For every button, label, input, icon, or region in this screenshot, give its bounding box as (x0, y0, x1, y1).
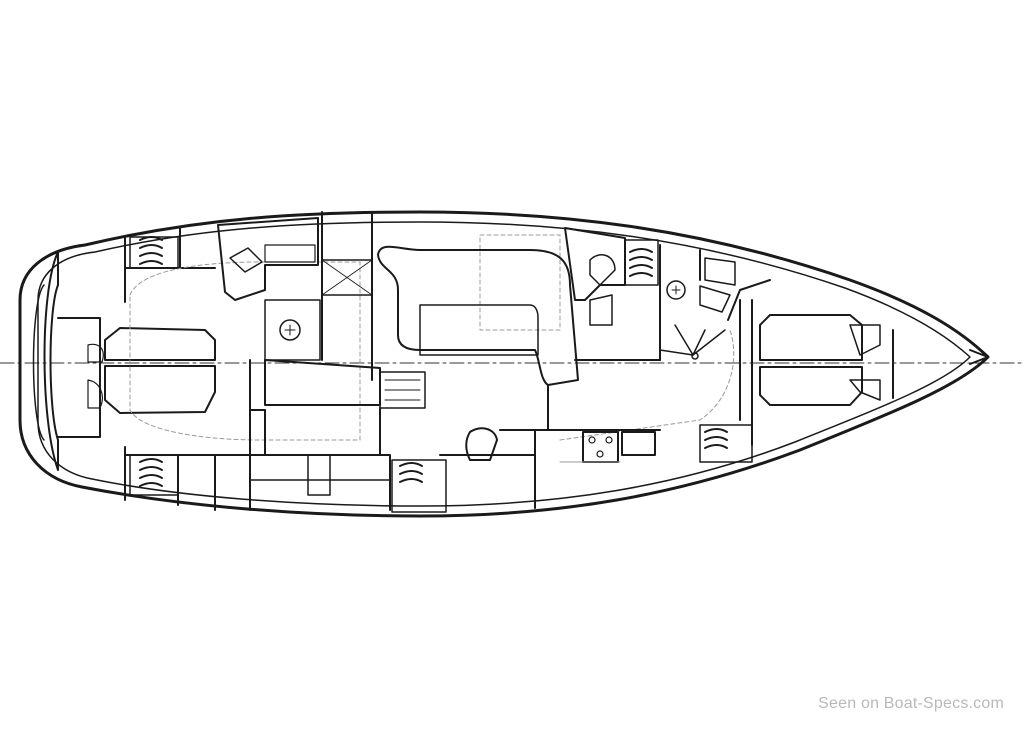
interior-bulkheads (249, 244, 701, 511)
locker-vents (129, 236, 753, 513)
aft-berth-port (87, 327, 216, 363)
hull-inner-line (37, 221, 971, 507)
watermark-text: Seen on Boat-Specs.com (818, 695, 1004, 712)
saloon-dinette (264, 245, 579, 409)
bow-point (969, 349, 989, 365)
door-swing-forward (659, 324, 726, 360)
deck-dashed-outline (129, 234, 735, 441)
transom (43, 251, 59, 471)
hull-outline (18, 210, 990, 518)
galley (559, 431, 656, 463)
forward-cabin (727, 279, 894, 446)
transom-step (32, 284, 45, 441)
hatch-aft (321, 211, 373, 381)
nav-seat (465, 427, 498, 461)
forward-head-compartment (564, 227, 736, 326)
aft-cabin-walls (57, 227, 251, 511)
aft-head-compartment (217, 217, 321, 361)
aft-berth-starboard (87, 365, 216, 414)
